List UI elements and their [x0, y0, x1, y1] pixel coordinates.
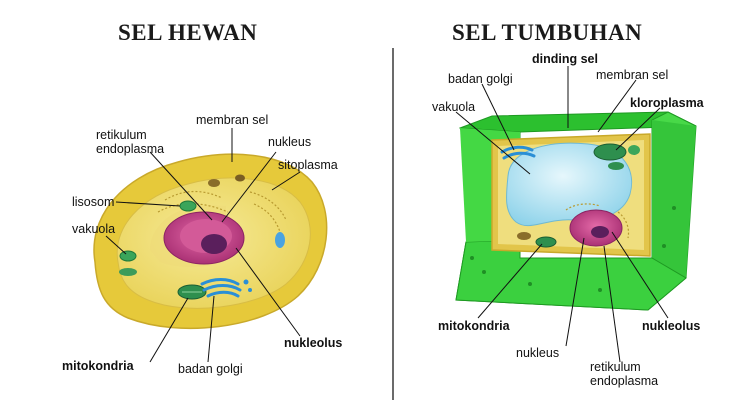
plant-label-kloroplasma: kloroplasma [630, 96, 704, 110]
plant-nucleolus [591, 226, 609, 238]
plant-vacuole [505, 142, 633, 227]
animal-label-vakuola: vakuola [72, 222, 116, 236]
plant-label-badan-golgi: badan golgi [448, 72, 513, 86]
panel-divider [392, 48, 394, 400]
plant-label-retikulum-endoplasma: retikulum endoplasma [590, 360, 659, 388]
animal-lysosome [179, 200, 197, 212]
animal-label-retikulum-endoplasma: retikulum endoplasma [96, 128, 165, 156]
animal-label-mitokondria: mitokondria [62, 359, 134, 373]
plant-label-membran-sel: membran sel [596, 68, 669, 82]
plant-label-nukleus: nukleus [516, 346, 560, 360]
animal-vacuole [119, 250, 137, 262]
animal-golgi [200, 278, 242, 298]
plant-cell-title: SEL TUMBUHAN [452, 20, 643, 45]
animal-label-lisosom: lisosom [72, 195, 115, 209]
animal-label-membran-sel: membran sel [196, 113, 269, 127]
plant-label-vakuola: vakuola [432, 100, 476, 114]
plant-mitochondria [535, 236, 557, 248]
plant-golgi [500, 145, 536, 160]
plant-chloroplast [593, 143, 627, 161]
animal-label-nukleolus: nukleolus [284, 336, 343, 350]
plant-label-mitokondria: mitokondria [438, 319, 510, 333]
plant-label-nukleolus: nukleolus [642, 319, 701, 333]
animal-nucleolus [201, 234, 227, 254]
animal-label-sitoplasma: sitoplasma [278, 158, 338, 172]
animal-label-badan-golgi: badan golgi [178, 362, 243, 376]
plant-label-dinding-sel: dinding sel [532, 52, 598, 66]
animal-label-nukleus: nukleus [268, 135, 312, 149]
animal-cell-title: SEL HEWAN [118, 20, 258, 45]
